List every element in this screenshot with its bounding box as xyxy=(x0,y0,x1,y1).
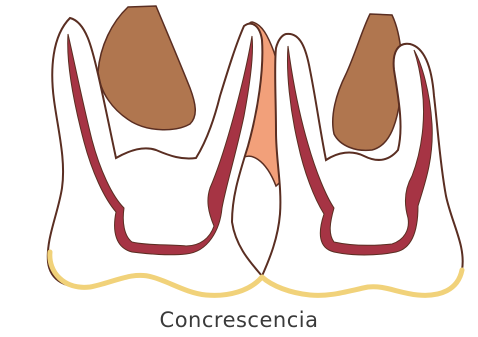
bone-right xyxy=(333,14,402,150)
bone-left xyxy=(98,6,195,130)
figure-caption: Concrescencia xyxy=(0,308,478,332)
